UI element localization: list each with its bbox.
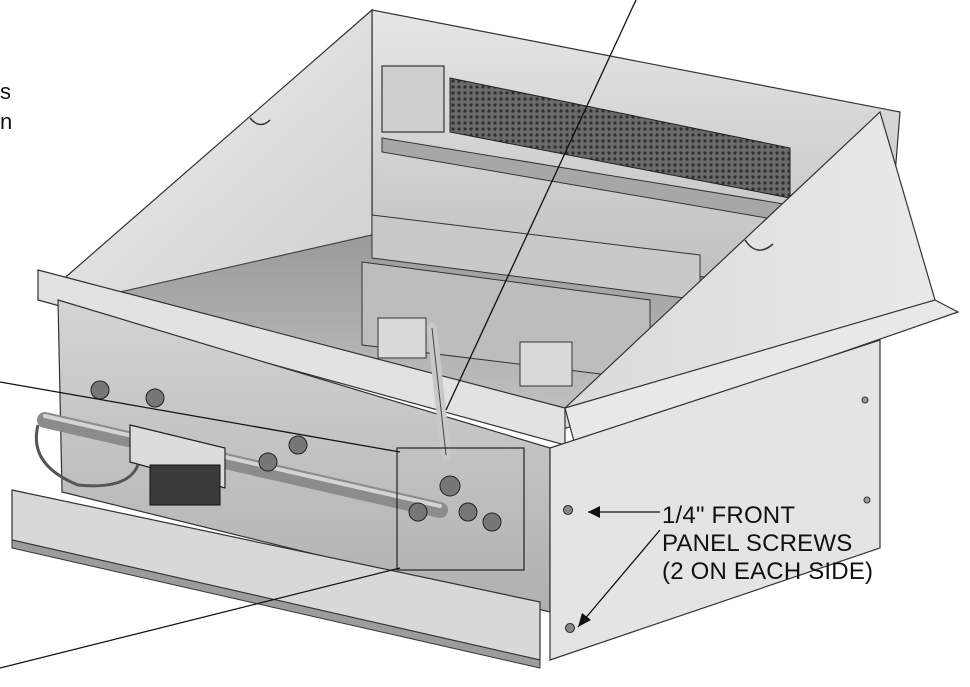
callout-line-2: PANEL SCREWS <box>662 530 853 557</box>
panel-screw-upper <box>563 505 573 515</box>
right-wall-notch <box>744 239 774 251</box>
side-screw-b <box>863 496 871 504</box>
leader-lines <box>0 0 661 669</box>
cropped-label-fragment-1: s <box>0 79 11 104</box>
control-box <box>381 65 445 133</box>
wiring-loop <box>34 424 140 488</box>
panel-screw-lower <box>565 623 575 633</box>
right-rim <box>564 299 960 446</box>
gas-manifold-highlight <box>43 414 442 508</box>
gas-valve-base <box>149 464 221 506</box>
bracket-left <box>377 317 427 359</box>
callout-line-1: 1/4" FRONT <box>662 502 796 529</box>
cropped-label-fragment-2: n <box>0 109 13 134</box>
side-screw-a <box>861 396 869 404</box>
base-rail-front <box>11 539 541 669</box>
bracket-right <box>519 341 573 387</box>
burner-fittings <box>90 380 502 532</box>
detail-box <box>396 447 525 571</box>
arrow-head-1 <box>588 506 600 518</box>
cabinet-side-panel <box>549 339 881 661</box>
arrow-head-2 <box>578 613 591 627</box>
gas-manifold-pipe <box>37 412 448 518</box>
left-wall-notch <box>249 117 271 126</box>
callout-line-3: (2 ON EACH SIDE) <box>662 558 874 585</box>
